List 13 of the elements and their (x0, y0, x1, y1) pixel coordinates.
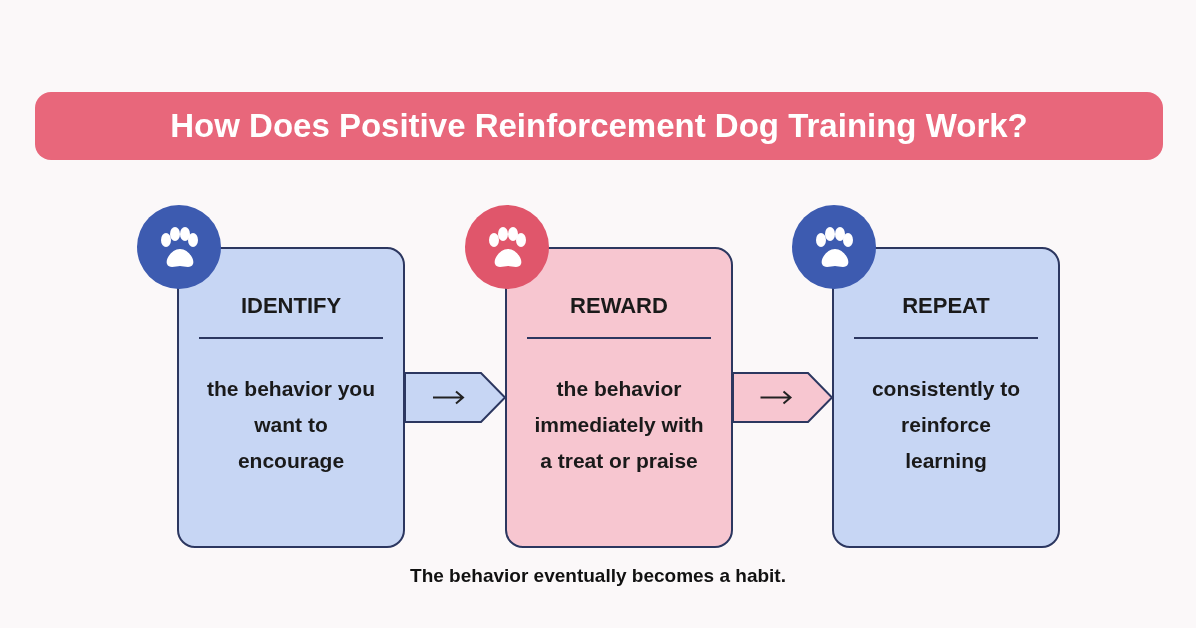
step-heading: REWARD (569, 293, 669, 319)
step-card (832, 247, 1060, 548)
step-description: the behavior immediately with a treat or praise (533, 376, 705, 474)
caption: The behavior eventually becomes a habit. (409, 565, 787, 587)
step-description: the behavior you want to encourage (206, 376, 376, 474)
step-description: consistently to reinforce learning (870, 376, 1022, 474)
step-card (505, 247, 733, 548)
chevron-arrow (404, 372, 507, 423)
step-heading: REPEAT (901, 293, 991, 319)
step-heading: IDENTIFY (239, 293, 343, 319)
chevron-arrow (732, 372, 834, 423)
title-banner: How Does Positive Reinforcement Dog Training Work? (35, 92, 1163, 160)
step-card (177, 247, 405, 548)
